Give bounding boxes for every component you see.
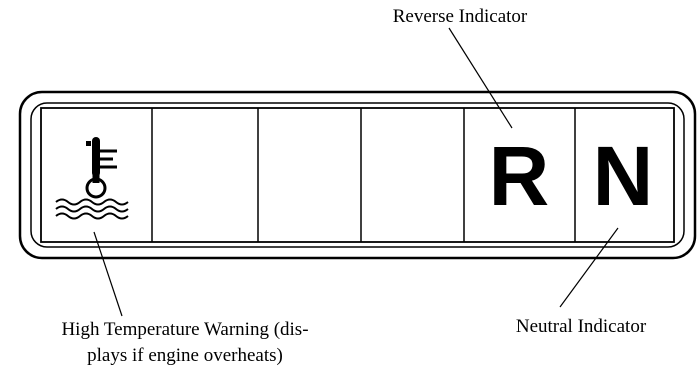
indicator-window-frame xyxy=(40,107,675,243)
neutral-indicator-label: Neutral Indicator xyxy=(516,316,647,337)
reverse-indicator-label: Reverse Indicator xyxy=(393,6,528,27)
high-temp-leader-line xyxy=(93,231,123,317)
reverse-leader-line xyxy=(448,27,513,129)
coolant-temperature-warning-icon xyxy=(55,137,129,220)
high-temp-warning-label-line1: High Temperature Warning (dis- xyxy=(61,319,308,340)
neutral-leader-line xyxy=(559,227,619,308)
panel-outer-bezel xyxy=(18,90,697,260)
high-temp-warning-label-line2: plays if engine overheats) xyxy=(87,345,283,366)
reverse-indicator-letter: R xyxy=(489,129,550,223)
neutral-indicator-letter: N xyxy=(593,129,654,223)
panel-inner-bezel xyxy=(30,102,685,248)
